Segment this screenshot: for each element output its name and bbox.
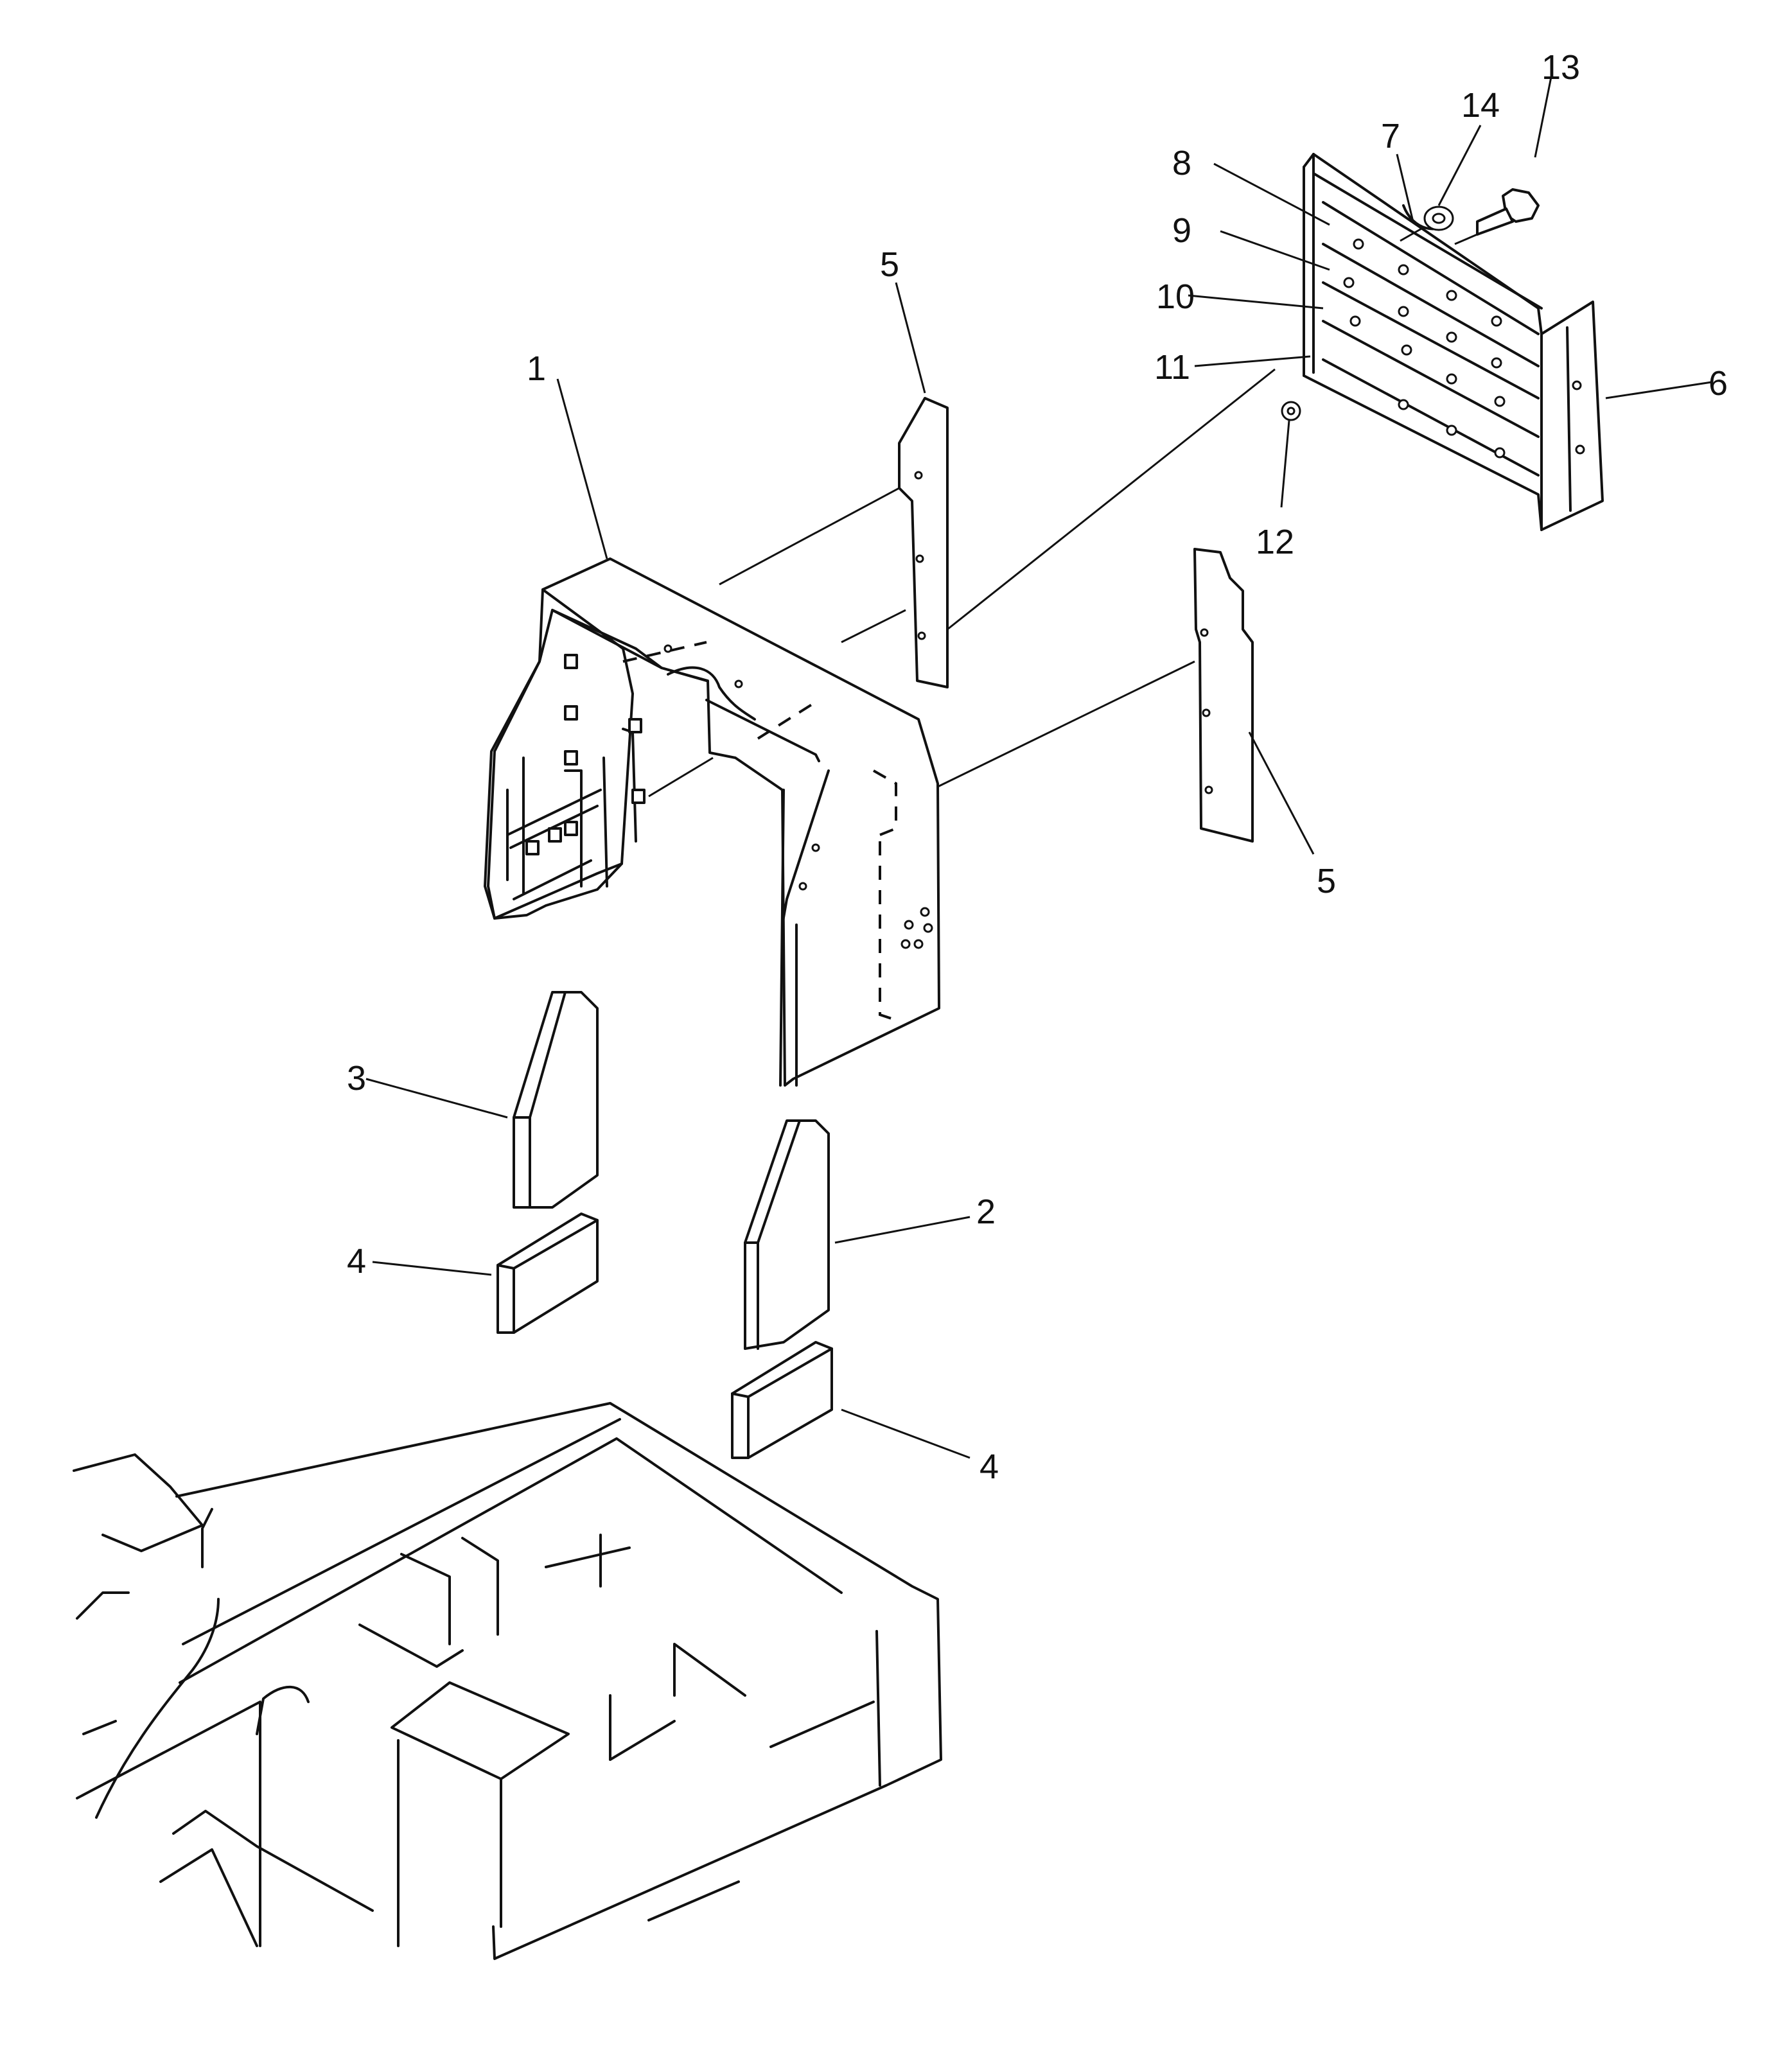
callout-11: 11 bbox=[1154, 348, 1190, 387]
callout-7: 7 bbox=[1381, 117, 1400, 155]
part-6-grille bbox=[1303, 153, 1604, 531]
leader-lines bbox=[365, 76, 1712, 1459]
assembly-lines bbox=[648, 227, 1478, 798]
part-2-pad bbox=[744, 1119, 830, 1350]
part-1-housing bbox=[484, 557, 940, 1087]
callout-6: 6 bbox=[1709, 364, 1728, 403]
part-4-block-lower bbox=[731, 1341, 833, 1459]
callout-1: 1 bbox=[527, 349, 546, 388]
callout-labels: 1 2 3 4 4 5 5 6 7 8 9 10 11 12 13 14 bbox=[347, 48, 1728, 1486]
frame-base bbox=[73, 1402, 942, 1960]
callout-13: 13 bbox=[1542, 48, 1580, 87]
callout-12: 12 bbox=[1256, 523, 1294, 561]
part-5-plate-right bbox=[1193, 548, 1254, 843]
callout-2: 2 bbox=[976, 1193, 996, 1231]
callout-10: 10 bbox=[1156, 277, 1195, 316]
callout-4-upper: 4 bbox=[347, 1242, 366, 1281]
callout-4-lower: 4 bbox=[979, 1448, 999, 1486]
part-14-washer bbox=[1423, 206, 1454, 231]
part-5-plate-left bbox=[898, 397, 949, 688]
callout-8: 8 bbox=[1172, 144, 1191, 182]
callout-5-lower: 5 bbox=[1317, 862, 1336, 900]
part-3-pad bbox=[513, 991, 599, 1209]
part-12-washer bbox=[1281, 401, 1301, 421]
callout-14: 14 bbox=[1461, 86, 1500, 125]
part-4-block-upper bbox=[496, 1212, 599, 1334]
part-13-bolt bbox=[1476, 188, 1540, 236]
callout-5-upper: 5 bbox=[880, 245, 899, 284]
callout-3: 3 bbox=[347, 1059, 366, 1098]
callout-9: 9 bbox=[1172, 211, 1191, 250]
